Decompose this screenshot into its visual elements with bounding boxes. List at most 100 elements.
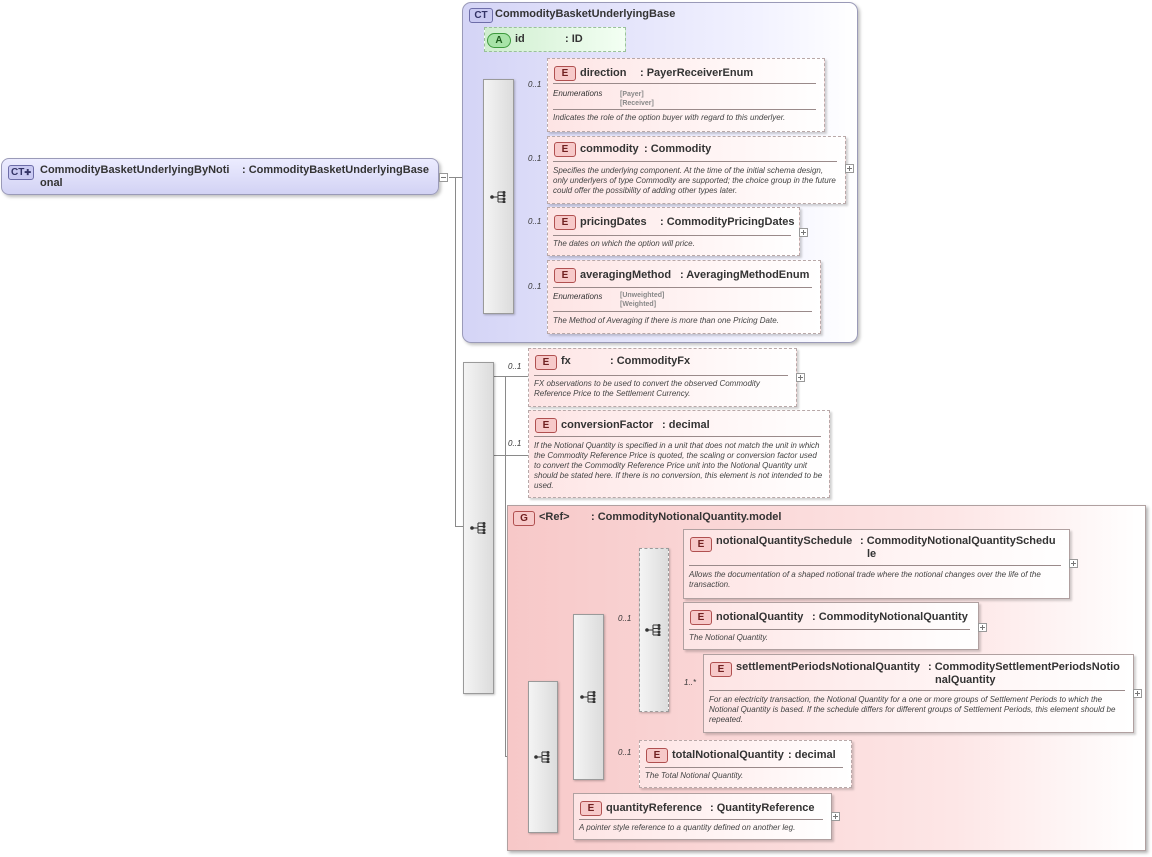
divider	[553, 109, 816, 110]
element-name: notionalQuantitySchedule	[716, 535, 853, 547]
cardinality: 0..1	[528, 282, 542, 291]
attribute-badge: A	[487, 33, 511, 48]
element-total-notional-quantity[interactable]: E totalNotionalQuantity : decimal The To…	[639, 740, 852, 788]
element-notional-quantity-schedule[interactable]: E notionalQuantitySchedule : CommodityNo…	[683, 529, 1070, 599]
element-type: : CommodityNotionalQuantity	[812, 611, 968, 623]
element-badge: E	[554, 66, 576, 81]
complex-type-badge: CT✚	[8, 165, 34, 180]
cardinality: 0..1	[508, 362, 522, 371]
element-notional-quantity[interactable]: E notionalQuantity : CommodityNotionalQu…	[683, 602, 979, 650]
connector	[449, 177, 474, 178]
element-doc: If the Notional Quantity is specified in…	[534, 441, 823, 490]
divider	[553, 311, 812, 312]
divider	[709, 690, 1125, 691]
expand-icon[interactable]	[978, 623, 987, 632]
cardinality: 0..1	[528, 80, 542, 89]
expand-icon[interactable]	[1069, 559, 1078, 568]
sequence-icon	[489, 190, 505, 203]
attribute-id[interactable]: A id : ID	[484, 27, 626, 52]
expand-icon[interactable]	[799, 228, 808, 237]
element-doc: The dates on which the option will price…	[553, 239, 695, 248]
element-pricing-dates[interactable]: E pricingDates : CommodityPricingDates T…	[547, 207, 800, 256]
enum-value: [Weighted]	[620, 301, 657, 308]
cardinality: 1..*	[684, 678, 697, 687]
element-name: quantityReference	[606, 802, 702, 814]
element-doc: The Notional Quantity.	[689, 633, 769, 642]
element-badge: E	[554, 268, 576, 283]
element-type-cont: nalQuantity	[935, 674, 996, 686]
element-name: totalNotionalQuantity	[672, 749, 784, 761]
element-badge: E	[710, 662, 732, 677]
element-doc: A pointer style reference to a quantity …	[579, 823, 796, 832]
element-name: fx	[561, 355, 571, 367]
element-direction[interactable]: E direction : PayerReceiverEnum Enumerat…	[547, 58, 825, 132]
element-type: : CommoditySettlementPeriodsNotio	[928, 661, 1120, 673]
element-type: : decimal	[788, 749, 836, 761]
element-quantity-reference[interactable]: E quantityReference : QuantityReference …	[573, 793, 832, 840]
expand-icon[interactable]	[1133, 689, 1142, 698]
sequence-icon	[645, 624, 661, 636]
sequence-compositor[interactable]	[463, 362, 494, 694]
element-badge: E	[690, 537, 712, 552]
element-fx[interactable]: E fx : CommodityFx FX observations to be…	[528, 348, 797, 407]
expand-icon[interactable]	[796, 373, 805, 382]
cardinality: 0..1	[528, 217, 542, 226]
element-name: conversionFactor	[561, 419, 654, 431]
root-base-type: : CommodityBasketUnderlyingBase	[242, 164, 430, 176]
element-type: : AveragingMethodEnum	[680, 269, 810, 281]
collapse-toggle-icon[interactable]	[439, 173, 448, 182]
complex-type-badge: CT	[469, 8, 493, 23]
group-badge: G	[513, 511, 535, 526]
optional-sequence-compositor[interactable]	[639, 548, 669, 712]
element-badge: E	[535, 418, 557, 433]
base-type-title: CommodityBasketUnderlyingBase	[495, 8, 676, 20]
root-type-name: CommodityBasketUnderlyingByNoti	[40, 164, 230, 176]
element-badge: E	[646, 748, 668, 763]
element-doc: The Total Notional Quantity.	[645, 771, 744, 780]
attribute-name: id	[515, 33, 525, 45]
element-commodity[interactable]: E commodity : Commodity Specifies the un…	[547, 136, 846, 204]
expand-icon[interactable]	[845, 164, 854, 173]
sequence-compositor[interactable]	[528, 681, 558, 833]
element-badge: E	[535, 355, 557, 370]
element-type: : QuantityReference	[710, 802, 815, 814]
group-ref: <Ref>	[539, 511, 570, 523]
sequence-icon	[469, 522, 485, 534]
divider	[534, 375, 788, 376]
sequence-icon	[534, 751, 550, 763]
attribute-type: : ID	[565, 33, 583, 45]
group-type: : CommodityNotionalQuantity.model	[591, 511, 782, 523]
divider	[579, 819, 823, 820]
connector	[492, 455, 528, 456]
element-type: : CommodityPricingDates	[660, 216, 795, 228]
element-conversion-factor[interactable]: E conversionFactor : decimal If the Noti…	[528, 410, 830, 498]
element-averaging-method[interactable]: E averagingMethod : AveragingMethodEnum …	[547, 260, 821, 334]
enum-value: [Unweighted]	[620, 292, 665, 299]
sequence-compositor[interactable]	[483, 79, 514, 314]
cardinality: 0..1	[618, 748, 632, 757]
divider	[689, 629, 970, 630]
element-badge: E	[690, 610, 712, 625]
connector	[492, 376, 528, 377]
root-complex-type[interactable]: CT✚ CommodityBasketUnderlyingByNoti onal…	[1, 158, 439, 195]
element-doc: Allows the documentation of a shaped not…	[689, 570, 1041, 589]
divider	[553, 287, 812, 288]
divider	[553, 83, 816, 84]
cardinality: 0..1	[618, 614, 632, 623]
connector	[455, 177, 456, 526]
divider	[645, 767, 843, 768]
element-doc: The Method of Averaging if there is more…	[553, 316, 779, 325]
element-type-cont: le	[867, 548, 877, 560]
enum-value: [Receiver]	[620, 100, 654, 107]
element-doc: For an electricity transaction, the Noti…	[709, 695, 1116, 724]
enumerations-label: Enumerations	[553, 89, 603, 98]
expand-icon[interactable]	[831, 812, 840, 821]
element-settlement-periods-notional-quantity[interactable]: E settlementPeriodsNotionalQuantity : Co…	[703, 654, 1134, 733]
element-doc: Specifies the underlying component. At t…	[553, 166, 836, 195]
divider	[553, 161, 837, 162]
element-name: commodity	[580, 143, 639, 155]
connector	[505, 376, 506, 756]
element-name: settlementPeriodsNotionalQuantity	[736, 661, 920, 673]
sequence-compositor[interactable]	[573, 614, 604, 780]
element-type: : CommodityFx	[610, 355, 691, 367]
